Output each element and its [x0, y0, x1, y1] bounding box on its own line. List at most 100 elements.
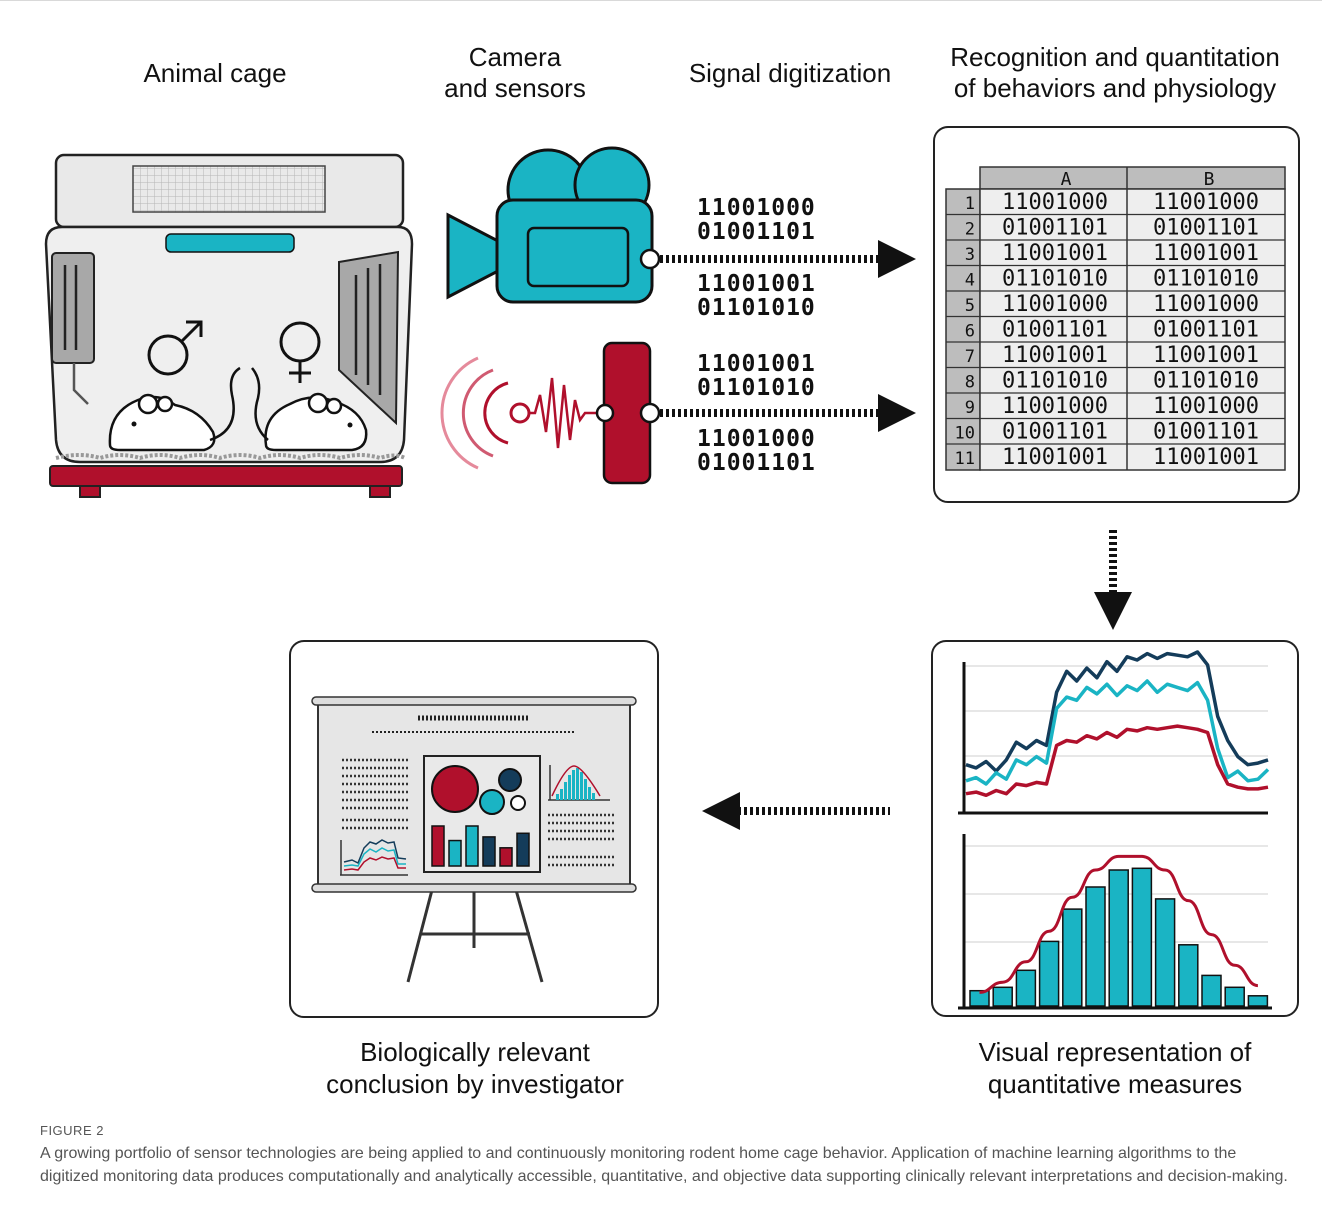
sheet-column-header: B	[1204, 169, 1215, 190]
binary-camera-bottom: 11001001 01101010	[697, 272, 816, 320]
visual-line1: Visual representation of	[978, 1037, 1252, 1067]
mini-histogram	[548, 765, 610, 801]
sheet-row-number: 4	[965, 271, 975, 291]
sheet-row-number: 11	[955, 449, 975, 469]
heading-camera-line2: and sensors	[444, 73, 586, 103]
histogram-bar	[992, 986, 1013, 1007]
slide-bar	[448, 839, 462, 867]
distribution-curve	[979, 854, 1259, 994]
sheet-row-number: 6	[965, 322, 975, 342]
video-camera-icon	[446, 146, 661, 304]
slide-bar	[499, 847, 513, 867]
sheet-cell-a: 01101010	[1002, 267, 1108, 292]
visual-line2: quantitative measures	[987, 1069, 1243, 1099]
conclusion-label: Biologically relevant conclusion by inve…	[300, 1036, 650, 1100]
sheet-cell-b: 01101010	[1153, 267, 1259, 292]
binary-line: 11001001	[697, 271, 816, 297]
histogram-bar	[1038, 940, 1060, 1007]
arrow-plots-to-conclusion	[702, 792, 890, 830]
conclusion-line2: conclusion by investigator	[326, 1069, 624, 1099]
binary-line: 01101010	[697, 375, 816, 401]
sheet-cell-b: 11001000	[1153, 292, 1259, 317]
line-series-1	[965, 679, 1270, 786]
sheet-cell-a: 01001101	[1002, 318, 1108, 343]
conclusion-line1: Biologically relevant	[360, 1037, 590, 1067]
arrow-sheet-to-plots	[1094, 530, 1132, 630]
histogram-bar	[1201, 974, 1222, 1007]
heading-recognition: Recognition and quantitation of behavior…	[930, 42, 1300, 104]
sheet-cell-a: 01101010	[1002, 369, 1108, 394]
sheet-row-number: 9	[965, 398, 975, 418]
presentation-board-icon	[289, 640, 659, 1018]
histogram-bar	[969, 989, 990, 1007]
plots-panel	[931, 640, 1299, 1017]
binary-sensor-top: 11001001 01101010	[697, 352, 816, 400]
signal-sensor-icon	[440, 341, 661, 485]
heading-animal-cage: Animal cage	[143, 58, 287, 88]
binary-line: 11001000	[697, 195, 816, 221]
sheet-cell-a: 11001000	[1002, 190, 1108, 215]
sheet-cell-a: 11001000	[1002, 292, 1108, 317]
sheet-cell-b: 11001000	[1153, 190, 1259, 215]
sheet-row-number: 10	[955, 424, 975, 444]
histogram-chart	[958, 834, 1272, 1010]
line-chart	[958, 650, 1270, 815]
sheet-cell-b: 11001001	[1153, 343, 1259, 368]
female-symbol-icon	[279, 321, 321, 383]
sheet-row-number: 1	[965, 194, 975, 214]
sheet-row-number: 5	[965, 296, 975, 316]
mouse-male-icon	[108, 366, 241, 452]
binary-line: 11001000	[697, 426, 816, 452]
binary-line: 11001001	[697, 351, 816, 377]
sheet-row-number: 3	[965, 245, 975, 265]
heading-recognition-line2: of behaviors and physiology	[953, 73, 1277, 103]
sheet-column-header: A	[1061, 169, 1072, 190]
binary-line: 01001101	[697, 450, 816, 476]
sheet-cell-b: 11001001	[1153, 445, 1259, 470]
sheet-row-number: 7	[965, 347, 975, 367]
heading-recognition-line1: Recognition and quantitation	[950, 42, 1280, 72]
visual-representation-label: Visual representation of quantitative me…	[940, 1036, 1290, 1100]
sheet-cell-a: 11001001	[1002, 445, 1108, 470]
slide-bar	[482, 836, 496, 867]
male-symbol-icon	[147, 320, 203, 376]
mouse-female-icon	[251, 367, 368, 452]
line-series-0	[965, 650, 1269, 773]
histogram-bar	[1062, 908, 1083, 1007]
histogram-bar	[1154, 898, 1176, 1007]
arrow-sensor-to-sheet	[660, 394, 916, 432]
sheet-cell-b: 01001101	[1153, 216, 1259, 241]
slide-bar	[465, 825, 479, 867]
sheet-cell-b: 11001001	[1153, 241, 1259, 266]
histogram-bar	[1131, 867, 1153, 1007]
histogram-bar	[1224, 986, 1245, 1007]
binary-camera-top: 11001000 01001101	[697, 196, 816, 244]
histogram-bar	[1178, 944, 1199, 1007]
sheet-cell-b: 11001000	[1153, 394, 1259, 419]
sheet-cell-b: 01101010	[1153, 369, 1259, 394]
heading-signal-digitization: Signal digitization	[688, 58, 892, 88]
figure-caption: A growing portfolio of sensor technologi…	[40, 1145, 1288, 1185]
sheet-row-number: 8	[965, 373, 975, 393]
sheet-cell-a: 11001001	[1002, 241, 1108, 266]
histogram-bar	[1247, 995, 1269, 1007]
heading-camera-sensors: Camera and sensors	[410, 42, 620, 104]
slide-bar	[431, 825, 445, 867]
sheet-cell-a: 01001101	[1002, 420, 1108, 445]
binary-line: 01101010	[697, 295, 816, 321]
heading-camera-line1: Camera	[468, 42, 562, 72]
mini-line-chart	[340, 839, 408, 876]
sheet-cell-a: 01001101	[1002, 216, 1108, 241]
arrow-camera-to-sheet	[660, 240, 916, 278]
figure-label: FIGURE 2	[40, 1123, 104, 1138]
histogram-bar	[1108, 869, 1129, 1007]
top-divider	[0, 0, 1322, 1]
slide-bar	[516, 832, 530, 867]
histogram-bar	[1015, 969, 1037, 1007]
sheet-cell-b: 01001101	[1153, 420, 1259, 445]
sheet-cell-a: 11001000	[1002, 394, 1108, 419]
binary-line: 01001101	[697, 219, 816, 245]
line-series-2	[965, 724, 1269, 798]
